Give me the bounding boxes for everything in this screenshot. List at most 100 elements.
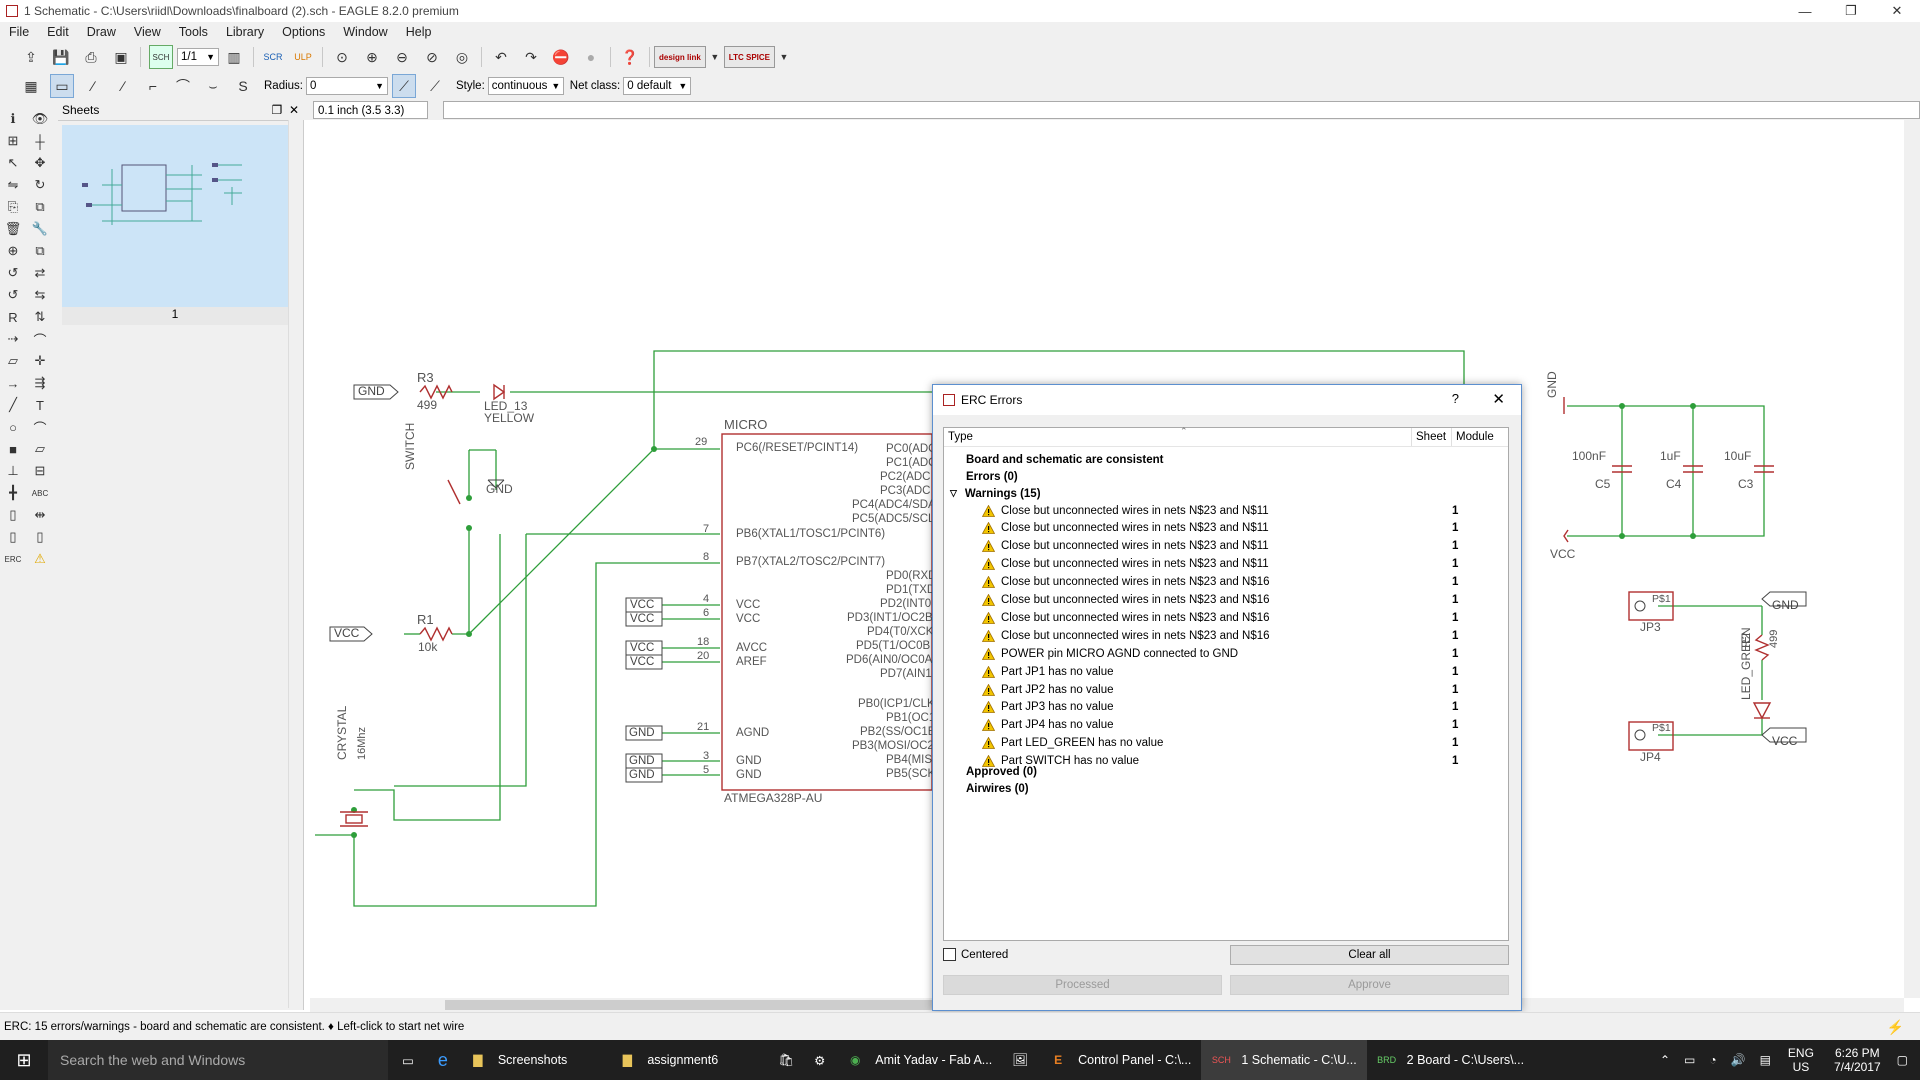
menu-tools[interactable]: Tools [178,25,208,39]
cam-icon[interactable]: ▣ [114,48,128,65]
invert-icon[interactable]: ↺ [7,265,19,280]
processed-button[interactable]: Processed [943,975,1222,995]
mark-icon[interactable]: ┼ [35,133,45,149]
zoom-out-icon[interactable]: ⊖ [396,48,408,65]
close-icon[interactable]: ✕ [288,103,299,117]
show-icon[interactable]: 👁 [31,111,49,126]
lightning-icon[interactable]: ⚡ [1886,1018,1904,1035]
chevron-down-icon[interactable]: ▼ [779,52,789,62]
move-icon[interactable]: ↖ [7,155,19,170]
close-button[interactable]: ✕ [1891,3,1903,18]
junction2-icon[interactable]: ╋ [9,485,17,500]
grid-icon[interactable]: ▦ [24,77,38,94]
radius-combo[interactable]: 0▼ [306,77,388,95]
polygon-icon[interactable]: ▱ [35,441,45,456]
sheet-combo[interactable]: 1/1▼ [177,48,219,66]
notification-icon[interactable]: ▤ [1759,1053,1771,1067]
approve-button[interactable]: Approve [1230,975,1509,995]
approved-node[interactable]: Approved (0) [966,765,1037,778]
stop-icon[interactable]: ⛔ [552,48,570,65]
minimize-button[interactable]: — [1798,3,1812,19]
value-icon[interactable]: ⇅ [34,309,46,324]
centered-checkbox[interactable] [943,948,956,961]
task-view-icon[interactable]: ▭ [402,1053,414,1068]
zoom-select-icon[interactable]: ⊘ [426,48,438,65]
wire-bend-2-icon[interactable]: ∕ [121,78,125,94]
warning-item[interactable]: Close but unconnected wires in nets N$23… [982,627,1502,644]
warning-item[interactable]: Close but unconnected wires in nets N$23… [982,556,1502,573]
library-icon[interactable]: ▥ [227,48,241,65]
consistent-row[interactable]: Board and schematic are consistent [966,453,1164,466]
text-icon[interactable]: T [36,397,44,413]
wire-bend-6-icon[interactable]: S [238,78,248,94]
menu-help[interactable]: Help [405,25,432,39]
chevron-down-icon[interactable]: ▼ [710,52,720,62]
start-button[interactable]: ⊞ [16,1049,32,1070]
menu-draw[interactable]: Draw [86,25,116,39]
menu-options[interactable]: Options [282,25,326,39]
style-combo[interactable]: continuous▼ [487,77,564,95]
erc-icon[interactable]: ERC [4,554,22,564]
script-icon[interactable]: SCR [263,52,283,62]
col-module[interactable]: Module [1456,431,1494,443]
move-group-icon[interactable]: ✥ [34,155,46,170]
warning-item[interactable]: Close but unconnected wires in nets N$23… [982,609,1502,626]
copy-icon[interactable]: ⎘ [7,199,19,214]
frame-icon[interactable]: ▯ [9,507,17,522]
taskbar-item-screenshots[interactable]: ▇Screenshots [458,1040,577,1080]
steam-icon[interactable]: ⚙ [814,1053,826,1068]
wire-bend-4-icon[interactable]: ⌒ [176,78,190,94]
wire-style-2-icon[interactable]: ⟋ [430,77,440,94]
photos-icon[interactable]: 🖼 [1012,1052,1029,1067]
junction-icon[interactable]: ⇶ [34,375,46,390]
sheets-scrollbar[interactable] [288,120,303,1008]
menu-window[interactable]: Window [343,25,388,39]
mirror-icon[interactable]: ⇋ [7,177,19,192]
split-icon[interactable]: ▱ [8,353,18,368]
undock-icon[interactable]: ❐ [271,103,283,117]
module-icon[interactable]: ▯ [9,529,17,544]
paste-icon[interactable]: ⧉ [35,199,45,214]
menu-file[interactable]: File [9,25,30,39]
go-icon[interactable]: ● [586,49,596,65]
bus-icon[interactable]: → [6,375,20,391]
taskbar-item-chrome[interactable]: ◉Amit Yadav - Fab A... [835,1040,1002,1080]
attribute-icon[interactable]: ⊟ [34,463,46,478]
dialog-close-button[interactable]: ✕ [1492,391,1505,408]
store-icon[interactable]: 🛍 [778,1052,795,1067]
circle-icon[interactable]: ○ [9,419,17,435]
errors-node[interactable]: Errors (0) [966,470,1018,483]
wire-style-icon[interactable]: ⟋ [392,74,416,98]
help-icon[interactable]: ❓ [621,48,639,65]
warning-item[interactable]: Close but unconnected wires in nets N$23… [982,502,1502,519]
add-icon[interactable]: ⊕ [7,243,19,258]
wire-bend-5-icon[interactable]: ⌣ [208,77,218,94]
wire-bend-3-icon[interactable]: ⌐ [148,78,158,94]
taskbar-search[interactable]: Search the web and Windows [48,1040,388,1080]
taskbar-item-assignment6[interactable]: ▇assignment6 [607,1040,728,1080]
erc-tree-view[interactable]: Type ⌃ Sheet Module Board and schematic … [943,426,1509,941]
edge-icon[interactable]: e [437,1049,448,1070]
sheet-thumbnail[interactable] [62,125,288,307]
errors-icon[interactable]: ⚠ [34,551,46,566]
wire-bend-0-icon[interactable]: ▭ [50,74,74,98]
display-icon[interactable]: ⊞ [7,133,19,148]
save-icon[interactable]: 💾 [52,48,70,65]
gate-icon[interactable]: ↺ [7,287,19,302]
warning-item[interactable]: Close but unconnected wires in nets N$23… [982,538,1502,555]
menu-library[interactable]: Library [225,25,265,39]
battery-icon[interactable]: ▭ [1684,1053,1696,1067]
col-sheet[interactable]: Sheet [1416,431,1447,443]
dialog-help-button[interactable]: ? [1451,391,1459,406]
volume-icon[interactable]: 🔊 [1730,1053,1746,1067]
ulp-icon[interactable]: ULP [294,52,312,62]
smash-icon[interactable]: ⇢ [7,331,19,346]
ltc-spice-button[interactable]: LTC SPICE [723,46,775,68]
